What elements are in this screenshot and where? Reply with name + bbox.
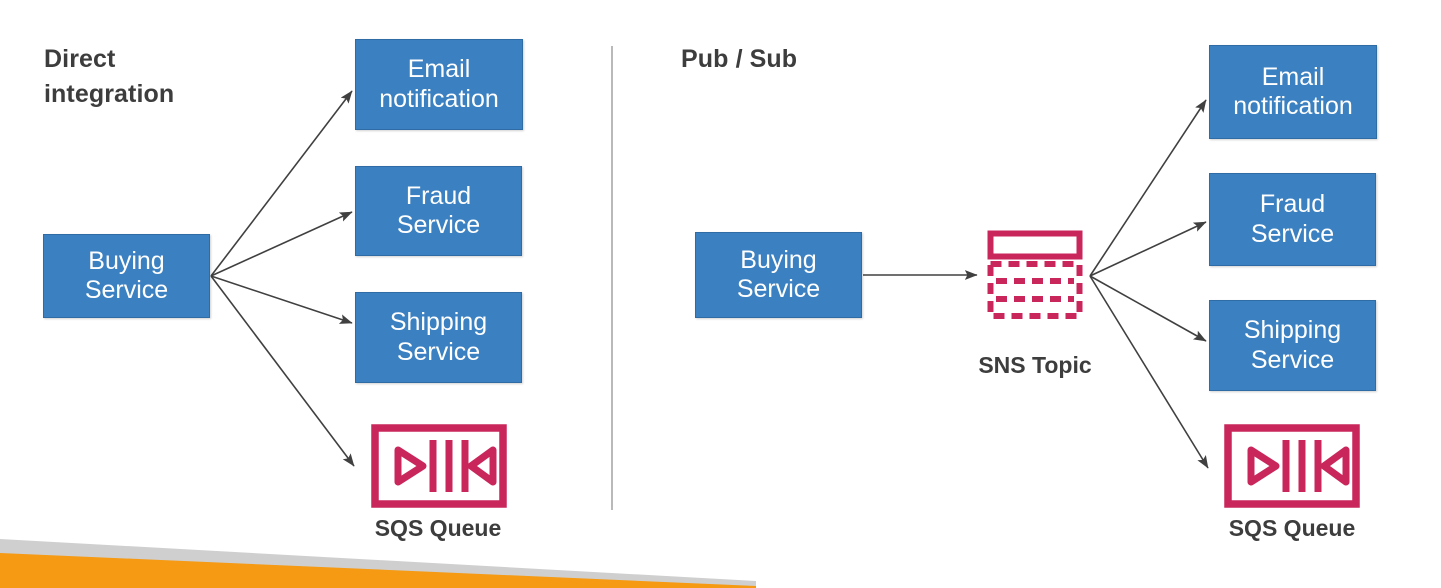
sqs-queue-icon[interactable] xyxy=(1224,424,1360,508)
edge-sns-to-sqs xyxy=(1089,275,1209,469)
left-shipping-service-box[interactable]: Shipping Service xyxy=(355,292,522,383)
edge-buying-to-fraud xyxy=(210,211,353,277)
left-sqs-queue-label: SQS Queue xyxy=(374,515,502,541)
edge-sns-to-email xyxy=(1089,99,1207,277)
section-title-direct-integration: Direct integration xyxy=(44,45,175,108)
sqs-queue-icon[interactable] xyxy=(371,424,507,508)
edge-buying-to-shipping xyxy=(210,275,353,324)
edge-buying-to-email xyxy=(210,90,353,277)
right-email-notification-box[interactable]: Email notification xyxy=(1209,45,1377,139)
sqs-queue-icon-glyph xyxy=(1224,424,1360,508)
right-connectors xyxy=(1089,99,1209,469)
left-email-notification-box[interactable]: Email notification xyxy=(355,39,523,130)
edge-sns-to-shipping xyxy=(1089,275,1207,342)
right-sqs-queue-label: SQS Queue xyxy=(1228,515,1356,541)
edge-buying-to-sqs xyxy=(210,275,355,467)
edge-sns-to-fraud xyxy=(1089,221,1207,277)
left-fraud-service-box[interactable]: Fraud Service xyxy=(355,166,522,256)
right-buying-service-box[interactable]: Buying Service xyxy=(695,232,862,318)
section-divider xyxy=(611,46,613,510)
sns-topic-icon[interactable] xyxy=(987,230,1083,320)
left-connectors xyxy=(210,90,355,467)
left-buying-service-box[interactable]: Buying Service xyxy=(43,234,210,318)
right-shipping-service-box[interactable]: Shipping Service xyxy=(1209,300,1376,391)
decorative-band-orange xyxy=(0,553,756,588)
right-fraud-service-box[interactable]: Fraud Service xyxy=(1209,173,1376,266)
section-title-pub-sub: Pub / Sub xyxy=(681,45,798,73)
sns-topic-label: SNS Topic xyxy=(978,352,1092,378)
sqs-queue-icon-glyph xyxy=(371,424,507,508)
sns-topic-icon-glyph xyxy=(987,230,1083,319)
